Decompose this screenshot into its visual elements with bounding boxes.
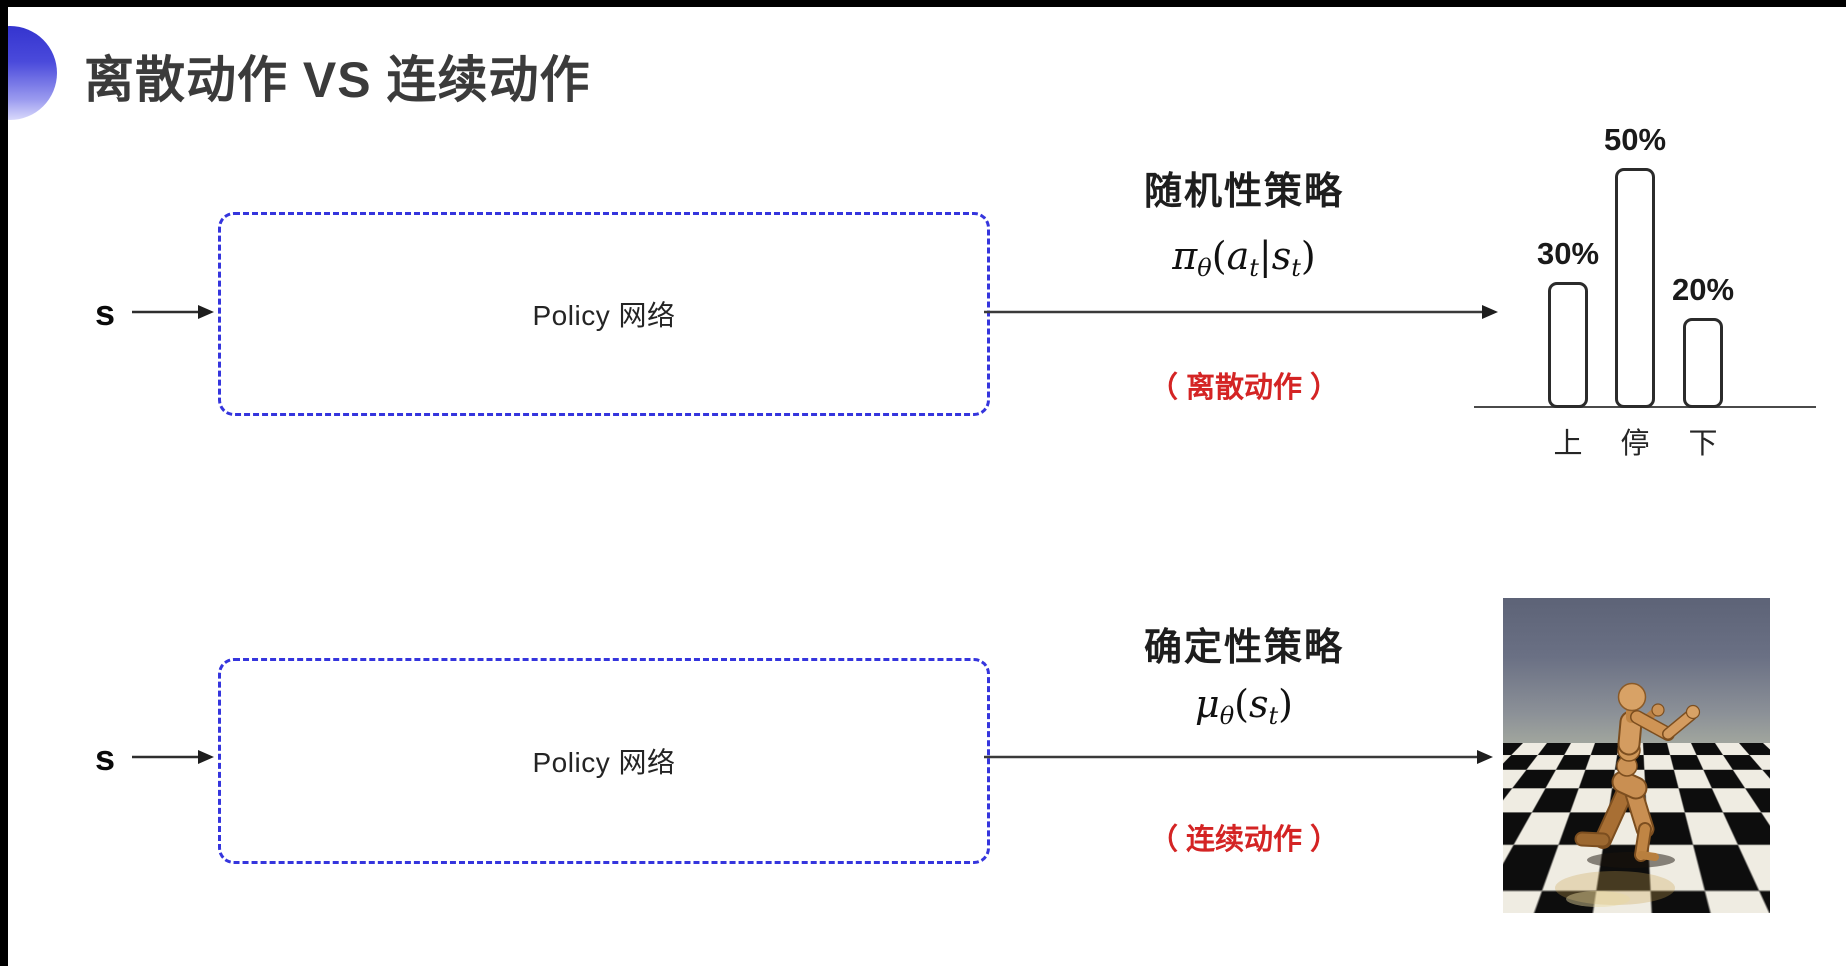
frame-left-strip xyxy=(0,0,8,966)
chart-bar-停 xyxy=(1615,168,1655,408)
chart-value-label: 30% xyxy=(1536,236,1600,271)
policy-network-box-row1: Policy 网络 xyxy=(218,212,990,416)
state-input-label-row2: s xyxy=(94,737,116,778)
chart-category-label: 下 xyxy=(1688,428,1718,460)
bar-chart: 30% 上 50% 停 20% 下 xyxy=(1470,98,1820,470)
chart-value-label: 50% xyxy=(1603,122,1667,157)
chart-category-label: 停 xyxy=(1620,428,1650,460)
humanoid-figure xyxy=(1555,682,1701,907)
policy-network-box-row2: Policy 网络 xyxy=(218,658,990,864)
page-title: 离散动作 VS 连续动作 xyxy=(84,52,591,108)
state-input-label-row1: s xyxy=(94,292,116,333)
frame-top-strip xyxy=(0,0,1846,7)
title-bullet-icon xyxy=(0,26,57,120)
policy-type-row1: 随机性策略 xyxy=(1143,171,1344,213)
chart-value-label: 20% xyxy=(1671,272,1735,307)
chart-category-label: 上 xyxy=(1553,428,1583,460)
policy-formula-row2: μθ(st) xyxy=(1195,682,1293,730)
action-type-note-row2: （ 连续动作 ） xyxy=(1148,824,1340,856)
policy-box-label: Policy 网络 xyxy=(532,300,676,331)
policy-formula-row1: πθ(at|st) xyxy=(1172,234,1316,282)
chart-bar-下 xyxy=(1683,318,1723,408)
policy-box-label: Policy 网络 xyxy=(532,747,676,778)
chart-bar-上 xyxy=(1548,282,1588,408)
policy-type-row2: 确定性策略 xyxy=(1143,627,1344,669)
action-type-note-row1: （ 离散动作 ） xyxy=(1148,372,1340,404)
mujoco-humanoid-image xyxy=(1503,598,1770,913)
